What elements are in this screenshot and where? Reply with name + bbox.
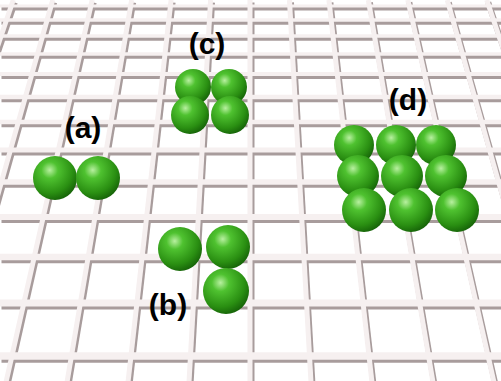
atom-sphere	[158, 227, 202, 271]
grid-bar	[368, 0, 436, 381]
grid-bar	[487, 0, 501, 381]
atom-sphere	[435, 188, 479, 232]
atom-sphere	[203, 268, 249, 314]
grid-bar	[0, 4, 501, 7]
atom-sphere	[211, 96, 249, 134]
atom-sphere	[389, 188, 433, 232]
cluster-label: (d)	[389, 85, 427, 115]
cluster-label: (c)	[189, 29, 226, 59]
grid-bar	[64, 0, 132, 381]
grid-bar	[408, 0, 498, 381]
atom-sphere	[33, 156, 77, 200]
grid-bar	[0, 300, 501, 307]
atom-sphere	[171, 96, 209, 134]
atom-sphere	[206, 225, 250, 269]
grid-bar	[0, 18, 501, 21]
grid-bar	[0, 352, 501, 360]
grid-bar	[248, 0, 253, 381]
cluster-label: (b)	[149, 290, 187, 320]
grid-bar	[0, 72, 501, 76]
atom-clusters	[33, 69, 479, 314]
grid-bar	[0, 0, 13, 381]
grid-bar	[126, 0, 171, 381]
grid-bar	[289, 0, 312, 381]
grid-bar	[0, 34, 501, 37]
atom-sphere	[342, 188, 386, 232]
atom-sphere	[76, 156, 120, 200]
grid-bar	[0, 52, 501, 56]
cluster-label: (a)	[65, 113, 102, 143]
grid-bar	[0, 254, 501, 260]
